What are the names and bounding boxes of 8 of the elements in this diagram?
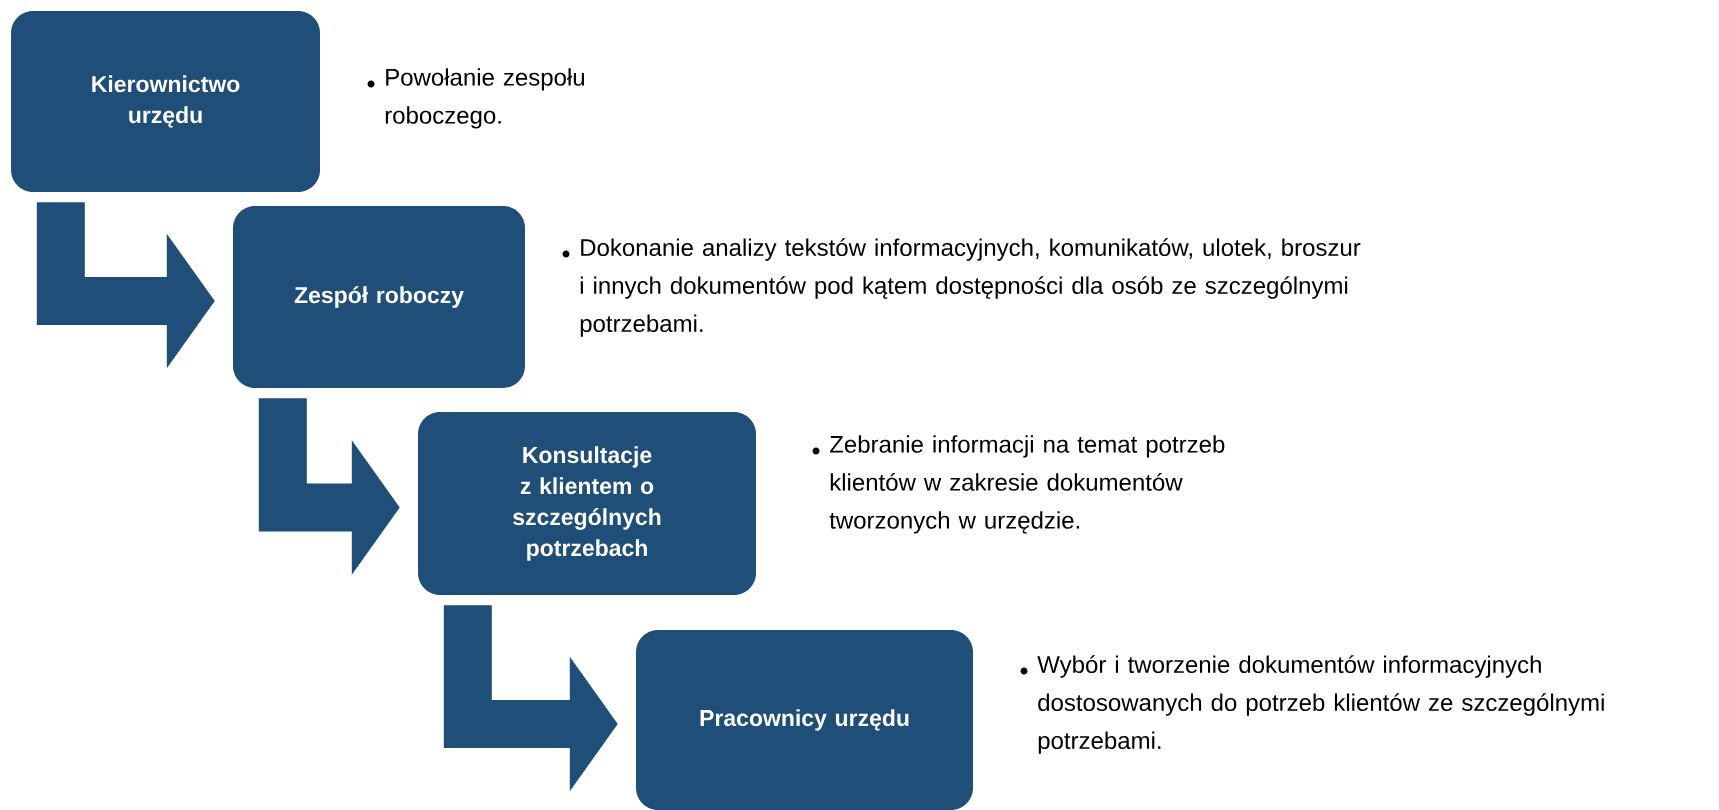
process-box: Konsultacje z klientem o szczególnych potrzebach [418,412,756,595]
description-text: Wybór i tworzenie dokumentów informacyjnych dostosowanych do potrzeb klientów ze szczególnymi potrzebami. [1037,655,1604,754]
description-text: Dokonanie analizy tekstów informacyjnych, komunikatów, ulotek, broszur i innych dokumentów pod kątem dostępności dla osób ze szczególnymi potrzebami. [580,238,1361,337]
description-text: Powołanie zespołu roboczego. [385,68,584,129]
process-box: Zespół roboczy [233,206,525,388]
description-text: Zebranie informacji na temat potrzeb klientów w zakresie dokumentów tworzonych w urzędzie. [829,435,1225,534]
process-box: Kierownictwo urzędu [11,11,320,192]
process-box: Pracownicy urzędu [636,630,973,810]
